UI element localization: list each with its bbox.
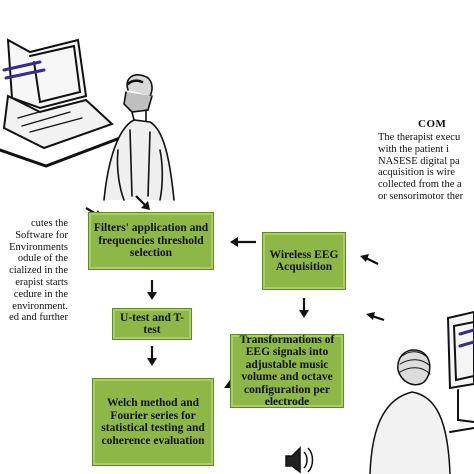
arrow-into-wireless — [365, 257, 379, 265]
laptop-icon — [0, 38, 122, 168]
right-line: NASESE digital pa — [378, 155, 460, 167]
left-line: odule of the — [17, 253, 68, 265]
arrow-therapist-to-filters — [135, 195, 147, 207]
welch-box: Welch method and Fourier series for stat… — [92, 378, 214, 466]
left-description: cutes the Software for Environments odul… — [0, 218, 68, 324]
speaker-icon — [285, 446, 314, 474]
left-line: ed and further — [9, 312, 68, 324]
left-line: cutes the — [30, 218, 68, 229]
right-line: acquisition is wire — [378, 167, 455, 179]
arrow-patient — [371, 314, 385, 322]
right-line: The therapist execu — [378, 132, 461, 143]
left-line: Software for — [15, 229, 68, 241]
right-line: with the patient i — [378, 143, 449, 155]
right-line: or sensorimotor ther — [378, 190, 464, 202]
left-line: cialized in the — [9, 265, 68, 277]
left-line: environment. — [12, 300, 68, 312]
patient-icon — [369, 349, 451, 474]
right-description: The therapist execu with the patient i N… — [378, 132, 463, 203]
left-line: cedure in the — [13, 288, 68, 300]
utest-box: U-test and T-test — [112, 308, 192, 340]
filters-box: Filters' application and frequencies thr… — [88, 212, 214, 270]
monitor-icon — [446, 310, 474, 433]
left-line: erapist starts — [15, 276, 68, 288]
panel-heading: COM — [418, 118, 447, 130]
right-line: collected from the a — [378, 179, 462, 191]
left-line: Environments — [9, 241, 68, 253]
therapist-icon — [103, 74, 175, 201]
wireless-eeg-box: Wireless EEG Acquisition — [262, 232, 346, 290]
transformations-box: Transformations of EEG signals into adju… — [230, 334, 344, 408]
